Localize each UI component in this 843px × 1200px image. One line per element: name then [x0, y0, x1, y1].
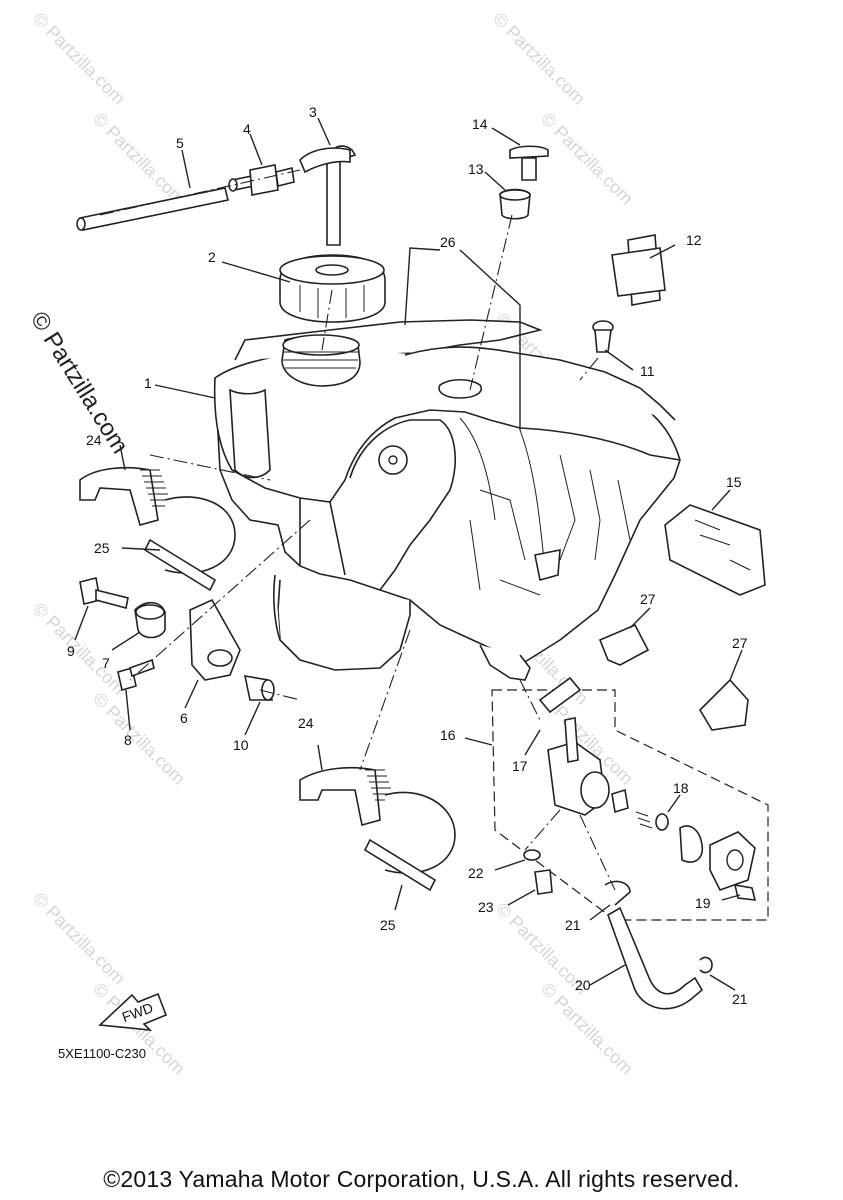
callout-20: 20	[575, 977, 591, 993]
tank-band-lower	[299, 766, 395, 827]
breather-pipe	[76, 187, 229, 231]
callout-18: 18	[673, 780, 689, 796]
callout-10: 10	[233, 737, 249, 753]
damper-27-upper	[598, 623, 650, 666]
check-valve	[228, 164, 295, 196]
breather-hose	[299, 145, 357, 246]
callout-8: 8	[124, 732, 132, 748]
callout-17: 17	[512, 758, 528, 774]
bolt-14	[509, 145, 549, 181]
watermark: © Partzilla.com	[89, 689, 189, 789]
bolt-9	[79, 577, 129, 609]
callout-4: 4	[243, 121, 251, 137]
callout-5: 5	[176, 135, 184, 151]
leader-lines	[74, 117, 743, 991]
callout-27: 27	[732, 635, 748, 651]
tank-strap-lower	[363, 791, 456, 892]
bolt-8	[117, 658, 155, 692]
callout-3: 3	[309, 104, 317, 120]
callout-6: 6	[180, 710, 188, 726]
callout-25: 25	[380, 917, 396, 933]
watermark: © Partzilla.com	[89, 109, 189, 209]
fuel-tank	[213, 319, 681, 681]
callout-23: 23	[478, 899, 494, 915]
tank-band-upper	[79, 466, 172, 526]
bolt-11	[592, 320, 614, 353]
callout-15: 15	[726, 474, 742, 490]
watermark: © Partzilla.com	[29, 9, 129, 109]
callout-19: 19	[695, 895, 711, 911]
callout-7: 7	[102, 655, 110, 671]
hose-clip	[699, 956, 713, 974]
callout-numbers: 1 2 3 4 5 6 7 8 9 10 11 12 13 14 15 16 1…	[67, 104, 748, 1007]
fuel-cock-assembly	[491, 676, 769, 921]
diagram-code: 5XE1100-C230	[58, 1046, 146, 1061]
callout-21: 21	[565, 917, 581, 933]
callout-24: 24	[298, 715, 314, 731]
watermark: © Partzilla.com	[537, 979, 637, 1079]
callout-1: 1	[144, 375, 152, 391]
collar-7	[134, 601, 166, 639]
callout-25: 25	[94, 540, 110, 556]
copyright-notice: ©2013 Yamaha Motor Corporation, U.S.A. A…	[103, 1166, 740, 1192]
tank-strap-upper	[143, 496, 236, 592]
damper-15	[664, 504, 766, 596]
damper-27-lower	[698, 678, 749, 731]
callout-22: 22	[468, 865, 484, 881]
assembly-center-lines	[99, 169, 616, 891]
callout-16: 16	[440, 727, 456, 743]
bolt-10	[243, 675, 275, 701]
callout-24: 24	[86, 432, 102, 448]
watermark: © Partzilla.com	[29, 889, 129, 989]
callout-13: 13	[468, 161, 484, 177]
callout-26: 26	[440, 234, 456, 250]
callout-14: 14	[472, 116, 488, 132]
fuel-hose	[607, 906, 704, 1010]
callout-9: 9	[67, 643, 75, 659]
damper-12	[611, 234, 666, 306]
watermark: © Partzilla.com	[537, 109, 637, 209]
side-watermark: © Partzilla.com	[25, 307, 134, 458]
callout-2: 2	[208, 249, 216, 265]
callout-12: 12	[686, 232, 702, 248]
callout-27: 27	[640, 591, 656, 607]
bracket-6	[189, 598, 241, 681]
fwd-arrow-icon: FWD	[98, 992, 168, 1032]
fuel-cap	[279, 254, 386, 323]
callout-11: 11	[640, 363, 655, 379]
watermark: © Partzilla.com	[489, 9, 589, 109]
callout-21: 21	[732, 991, 748, 1007]
collar-13	[499, 188, 531, 220]
